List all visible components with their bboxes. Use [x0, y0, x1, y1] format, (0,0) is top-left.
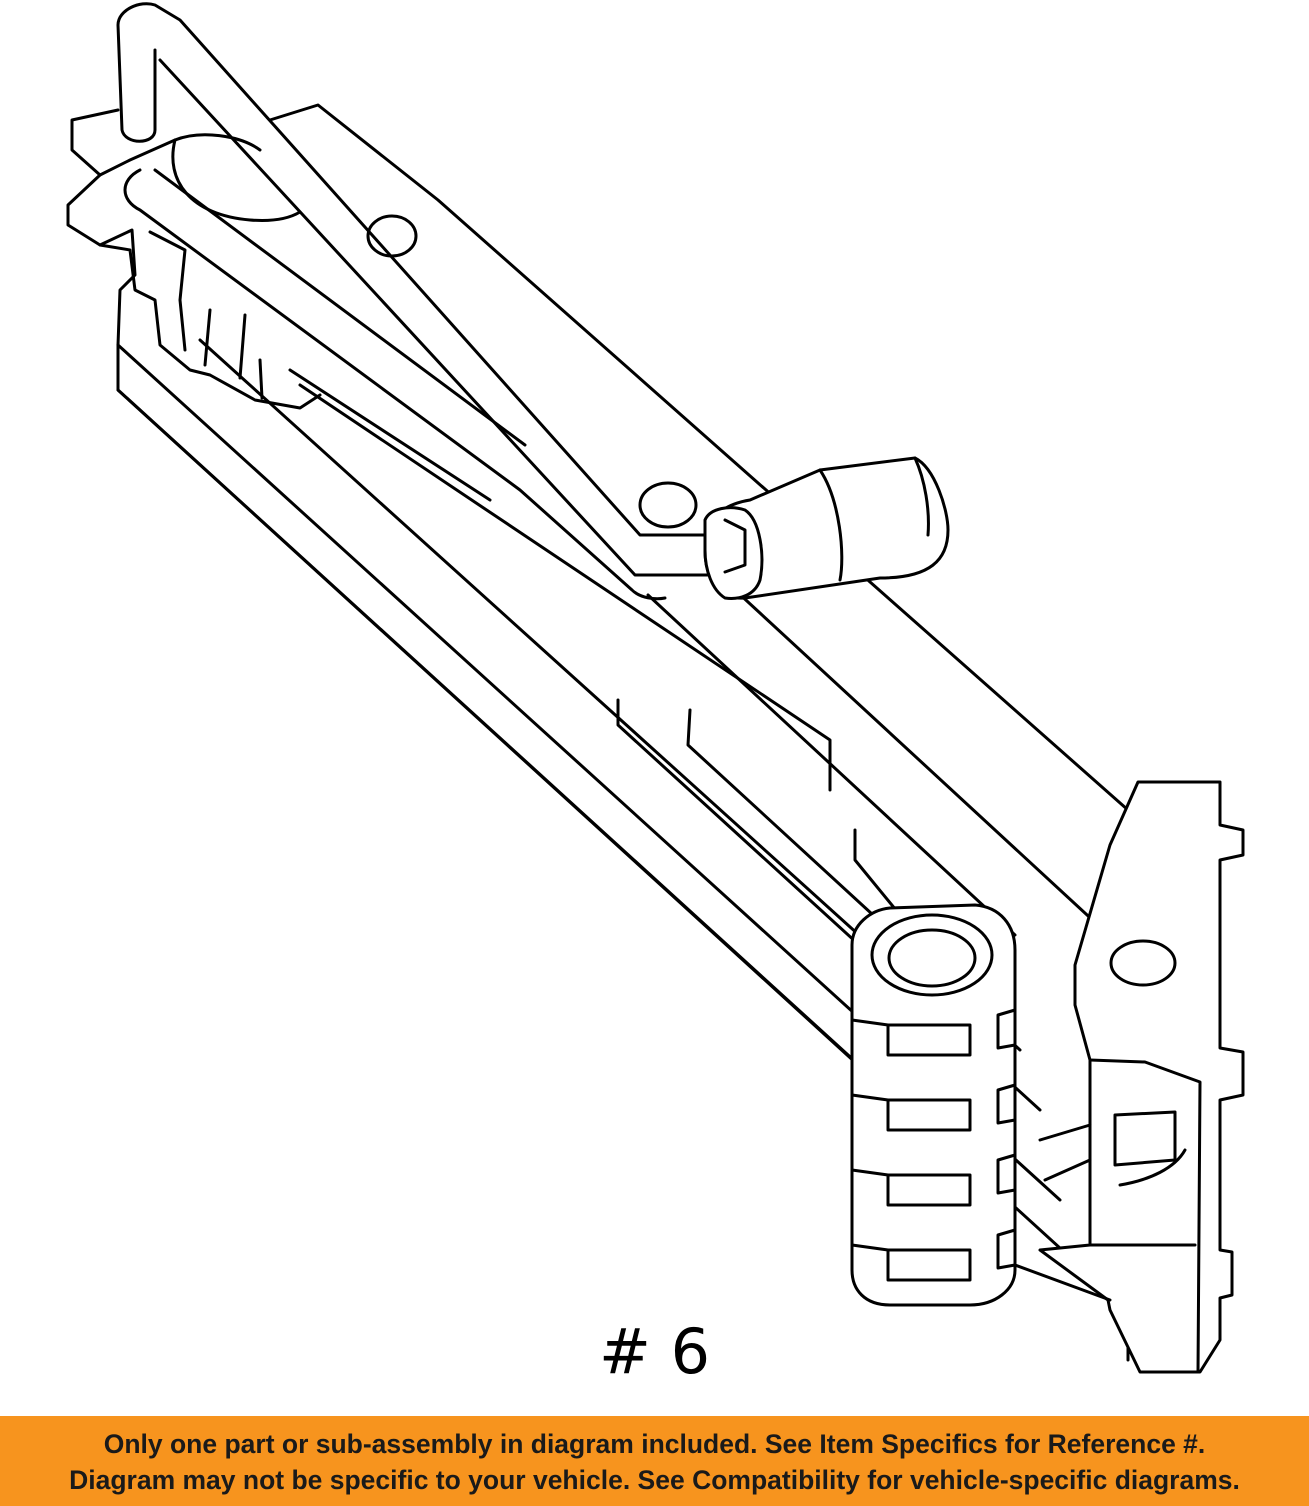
- left-mount: [66, 108, 418, 410]
- upper-bushing: [638, 456, 950, 600]
- disclaimer-line-1: Only one part or sub-assembly in diagram…: [103, 1429, 1206, 1459]
- parts-diagram: [66, 2, 1245, 1374]
- reference-number-label: # 6: [598, 1315, 711, 1388]
- disclaimer-banner: Only one part or sub-assembly in diagram…: [0, 1416, 1309, 1506]
- lower-bushing: [850, 903, 1017, 1307]
- right-bracket: [1013, 780, 1245, 1374]
- linkage-rods: [116, 2, 832, 792]
- disclaimer-line-2: Diagram may not be specific to your vehi…: [69, 1465, 1240, 1495]
